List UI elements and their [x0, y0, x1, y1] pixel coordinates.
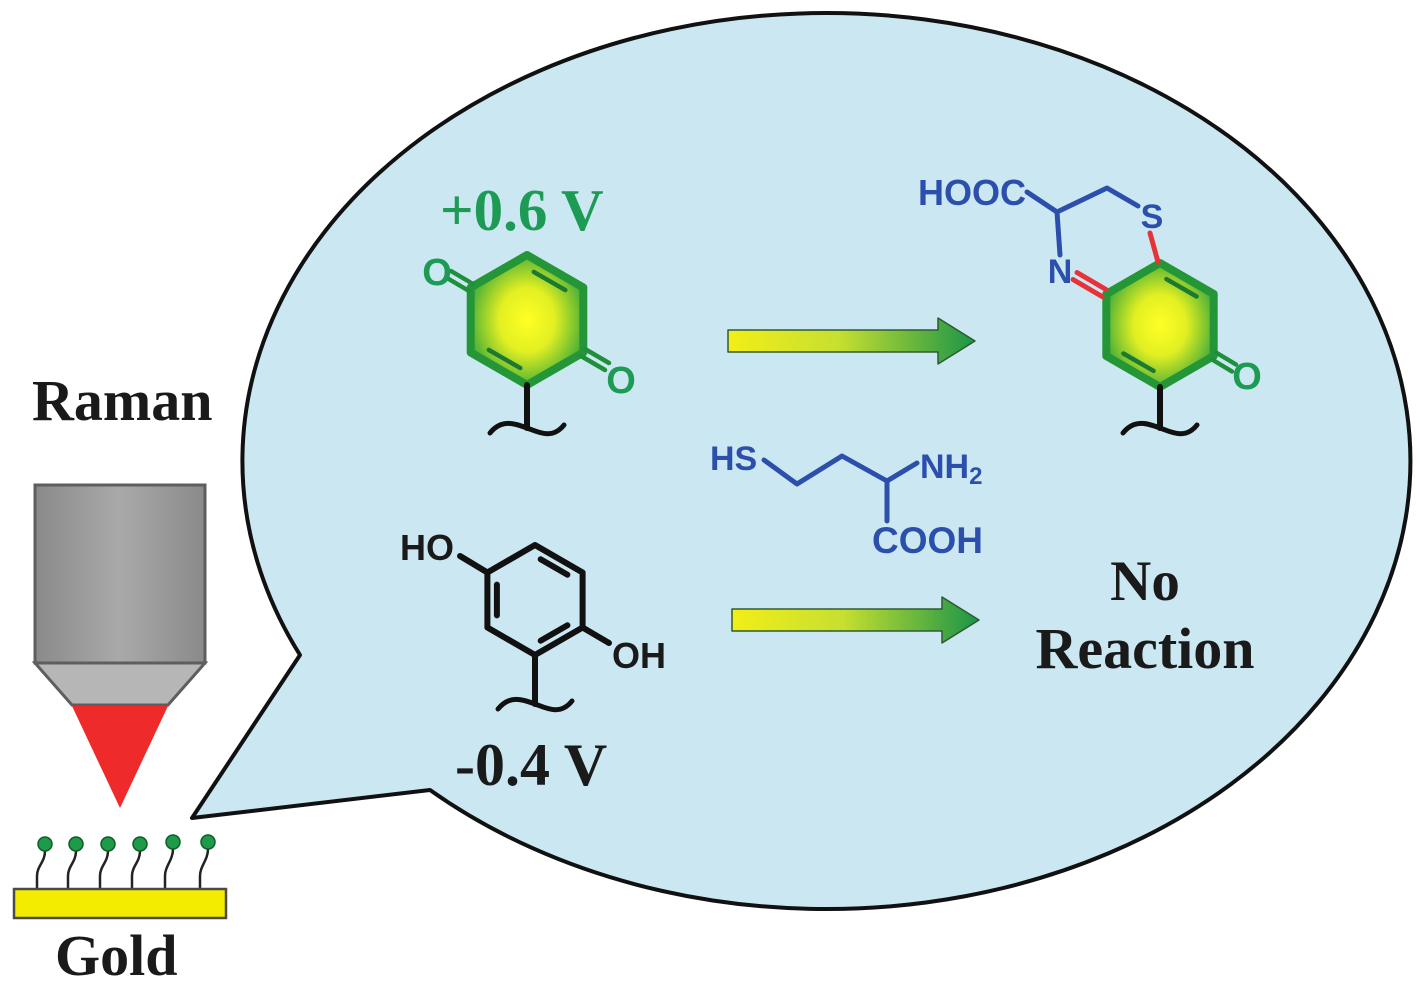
quinone-oxygen-left: O — [422, 252, 452, 294]
objective-lens — [31, 483, 209, 707]
reagent-amine-symbol: NH — [920, 448, 969, 486]
ligand-head — [37, 836, 53, 852]
gold-substrate — [12, 887, 228, 920]
ligand-stem — [66, 849, 78, 891]
carbonyl-bond — [578, 353, 608, 373]
hydroquinone-hydroxyl-right: OH — [612, 635, 666, 676]
hydroxyl-bond — [579, 624, 612, 646]
ring-double-bond — [1121, 351, 1156, 374]
ring-double-bond — [537, 556, 571, 578]
ligand-head — [100, 836, 116, 852]
surface-attachment-squiggle — [1120, 420, 1200, 437]
new-c-n-double-bond — [1074, 270, 1109, 292]
laser-beam — [72, 706, 168, 808]
reagent-amine: NH2 — [920, 448, 982, 490]
ligand-head — [165, 834, 181, 850]
reaction-arrow-reduced — [731, 596, 980, 644]
product-nitrogen: N — [1048, 253, 1073, 291]
outcome-label-line2: Reaction — [1035, 616, 1254, 681]
new-c-s-bond — [1147, 230, 1161, 265]
hydroxyl-bond — [457, 553, 491, 576]
ligand-stem — [35, 849, 47, 891]
reaction-arrow-oxidized — [727, 317, 976, 365]
hydroquinone-hydroxyl-left: HO — [400, 527, 454, 568]
hydroquinone-molecule: HO OH — [400, 527, 666, 713]
carbonyl-bond — [1209, 357, 1235, 374]
ligand-stem — [98, 849, 110, 891]
carbonyl-bond — [448, 268, 476, 287]
quinone-ring — [466, 251, 588, 389]
product-molecule: O HOOC S N — [918, 172, 1262, 437]
ring-double-bond — [531, 269, 568, 293]
product-ring — [1102, 259, 1218, 391]
reagent-molecule: HS NH2 COOH — [710, 440, 983, 561]
ligand-head — [132, 836, 148, 852]
ring-double-bond — [486, 347, 523, 371]
ligand-stem — [163, 847, 175, 891]
product-carboxyl: HOOC — [918, 172, 1026, 213]
surface-attachment-squiggle — [487, 420, 567, 437]
raman-label: Raman — [32, 368, 212, 433]
objective-nose — [31, 661, 209, 707]
outcome-label-line1: No — [1110, 550, 1180, 613]
ligand-stem — [198, 847, 210, 891]
reagent-backbone — [761, 453, 920, 487]
product-c-n-bond — [1054, 209, 1063, 258]
carbonyl-bond — [444, 275, 472, 294]
ring-double-bond — [537, 622, 571, 644]
reagent-carboxyl: COOH — [872, 520, 983, 561]
ligand-stem — [130, 849, 142, 891]
gold-label: Gold — [55, 923, 178, 988]
reagent-thiol: HS — [710, 440, 757, 478]
surface-attachment-squiggle — [495, 696, 575, 713]
speech-bubble — [190, 11, 1413, 912]
ligand-head — [200, 834, 216, 850]
ring-double-bond — [1164, 276, 1199, 299]
ligand-layer — [35, 834, 216, 891]
oxidizing-potential-label: +0.6 V — [440, 177, 604, 243]
objective-body — [33, 483, 207, 665]
carbonyl-bond — [1213, 350, 1239, 367]
reducing-potential-label: -0.4 V — [455, 732, 607, 798]
product-oxygen: O — [1232, 356, 1262, 398]
new-c-n-double-bond — [1070, 277, 1105, 299]
product-side-chain — [1024, 185, 1141, 215]
quinone-molecule: O O — [422, 251, 636, 437]
carbonyl-bond — [582, 346, 612, 366]
quinone-oxygen-right: O — [606, 360, 636, 402]
reagent-amine-subscript: 2 — [969, 463, 982, 490]
product-sulfur: S — [1141, 198, 1164, 236]
ligand-head — [68, 836, 84, 852]
